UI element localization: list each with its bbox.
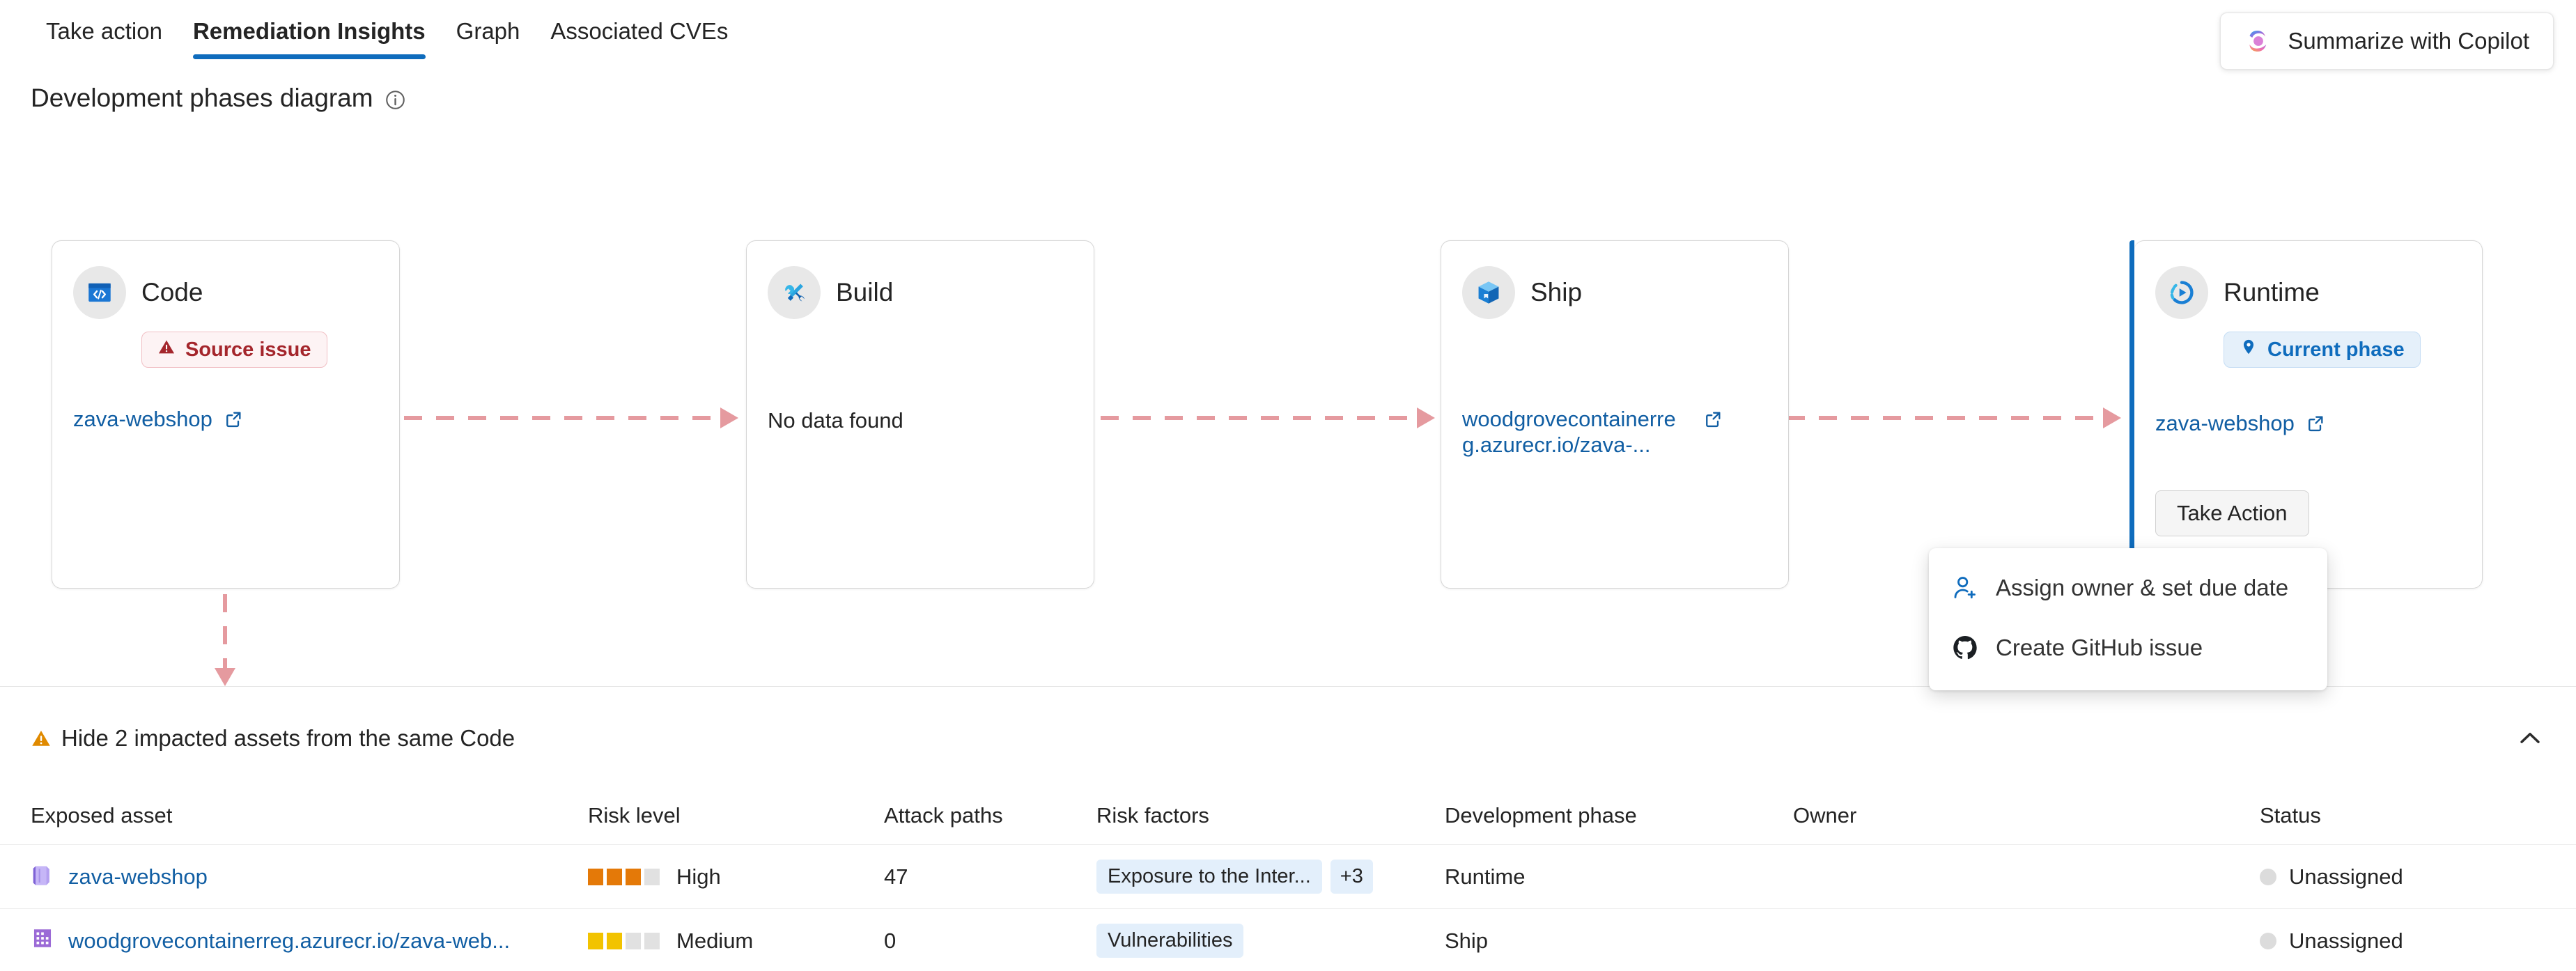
phase-link-label: woodgrovecontainerreg.azurecr.io/zava-..…: [1462, 407, 1676, 457]
phase-no-data-text: No data found: [768, 408, 903, 433]
copilot-icon: [2244, 27, 2272, 55]
section-divider: [0, 686, 2576, 687]
status-label: Unassigned: [2289, 864, 2403, 889]
risk-factor-more-pill[interactable]: +3: [1330, 860, 1373, 894]
container-registry-icon: [31, 926, 54, 956]
cell-exposed-asset: zava-webshop: [31, 862, 588, 892]
phase-card-header: Code: [73, 266, 378, 319]
cell-development-phase: Ship: [1445, 928, 1489, 953]
status-dot-icon: [2260, 868, 2276, 885]
menu-item-create-github-issue[interactable]: Create GitHub issue: [1929, 618, 2327, 678]
risk-level-label: Medium: [676, 928, 754, 953]
column-header-development-phase[interactable]: Development phase: [1445, 803, 1637, 828]
open-in-new-icon[interactable]: [224, 410, 243, 435]
warning-triangle-icon: [157, 338, 176, 362]
page-title: Development phases diagram: [31, 84, 406, 113]
connector-code-to-assets: [215, 594, 235, 686]
impacted-assets-header: Hide 2 impacted assets from the same Cod…: [0, 712, 2576, 765]
phase-card-ship[interactable]: Ship woodgrovecontainerreg.azurecr.io/za…: [1441, 240, 1789, 589]
code-window-icon: [73, 266, 126, 319]
cell-risk-factors: Exposure to the Inter... +3: [1096, 860, 1445, 894]
package-box-icon: [1462, 266, 1515, 319]
tools-icon: [768, 266, 821, 319]
connector-ship-to-runtime: [1787, 407, 2121, 428]
phase-asset-link-code[interactable]: zava-webshop: [73, 407, 381, 435]
status-label: Unassigned: [2289, 928, 2403, 953]
phase-card-build[interactable]: Build No data found: [746, 240, 1094, 589]
risk-factor-pill[interactable]: Exposure to the Inter...: [1096, 860, 1322, 894]
status-dot-icon: [2260, 932, 2276, 949]
section-title-text: Development phases diagram: [31, 84, 373, 112]
info-icon[interactable]: [385, 88, 406, 109]
asset-link[interactable]: woodgrovecontainerreg.azurecr.io/zava-we…: [68, 928, 511, 953]
status-badge-current-phase: Current phase: [2224, 332, 2421, 368]
connector-code-to-build: [404, 407, 738, 428]
phase-link-label: zava-webshop: [2155, 411, 2295, 435]
open-in-new-icon[interactable]: [1703, 410, 1723, 435]
risk-level-bars: [588, 868, 660, 885]
cell-risk-level: High: [588, 864, 884, 890]
phase-link-label: zava-webshop: [73, 407, 212, 431]
tab-graph[interactable]: Graph: [456, 18, 520, 44]
column-header-owner[interactable]: Owner: [1793, 803, 1857, 828]
impacted-assets-label: Hide 2 impacted assets from the same Cod…: [61, 725, 515, 751]
table-row[interactable]: zava-webshop High 47 Exposure to the Int…: [0, 844, 2576, 908]
hide-impacted-assets-toggle[interactable]: Hide 2 impacted assets from the same Cod…: [31, 725, 515, 752]
column-header-status[interactable]: Status: [2260, 803, 2321, 828]
column-header-attack-paths[interactable]: Attack paths: [884, 803, 1003, 828]
cell-attack-paths: 0: [884, 928, 897, 953]
tab-associated-cves[interactable]: Associated CVEs: [550, 18, 729, 44]
phase-card-header: Ship: [1462, 266, 1767, 319]
runtime-play-icon: [2155, 266, 2208, 319]
column-header-exposed-asset[interactable]: Exposed asset: [31, 803, 173, 828]
exposed-assets-table: Exposed asset Risk level Attack paths Ri…: [0, 787, 2576, 971]
menu-item-label: Assign owner & set due date: [1996, 575, 2289, 600]
github-icon: [1950, 632, 1980, 663]
tab-bar: Take action Remediation Insights Graph A…: [0, 0, 2576, 61]
cell-risk-level: Medium: [588, 929, 884, 954]
phase-asset-link-runtime[interactable]: zava-webshop: [2155, 411, 2464, 440]
risk-level-label: High: [676, 864, 721, 889]
app-service-icon: [31, 862, 54, 892]
take-action-button[interactable]: Take Action: [2155, 490, 2309, 536]
badge-label: Source issue: [185, 338, 311, 361]
phase-card-runtime[interactable]: Runtime Current phase zava-webshop Take: [2129, 240, 2483, 589]
take-action-context-menu: Assign owner & set due date Create GitHu…: [1929, 548, 2327, 690]
status-badge-source-issue: Source issue: [141, 332, 327, 368]
cell-status: Unassigned: [2260, 864, 2545, 890]
tab-take-action[interactable]: Take action: [46, 18, 162, 44]
chevron-up-icon[interactable]: [2515, 723, 2545, 754]
phase-title: Ship: [1530, 278, 1583, 306]
location-pin-icon: [2240, 338, 2258, 362]
warning-triangle-icon: [31, 728, 52, 749]
copilot-button-label: Summarize with Copilot: [2288, 28, 2529, 54]
risk-factor-pill[interactable]: Vulnerabilities: [1096, 924, 1244, 958]
table-row[interactable]: woodgrovecontainerreg.azurecr.io/zava-we…: [0, 908, 2576, 971]
table-header-row: Exposed asset Risk level Attack paths Ri…: [0, 787, 2576, 844]
badge-label: Current phase: [2267, 338, 2405, 361]
cell-attack-paths: 47: [884, 864, 908, 889]
open-in-new-icon[interactable]: [2306, 414, 2325, 440]
phase-card-header: Build: [768, 266, 1073, 319]
cell-status: Unassigned: [2260, 929, 2545, 954]
menu-item-assign-owner[interactable]: Assign owner & set due date: [1929, 558, 2327, 618]
phase-title: Build: [836, 278, 894, 306]
cell-exposed-asset: woodgrovecontainerreg.azurecr.io/zava-we…: [31, 926, 588, 956]
summarize-with-copilot-button[interactable]: Summarize with Copilot: [2220, 13, 2554, 70]
connector-build-to-ship: [1101, 407, 1435, 428]
phase-asset-link-ship[interactable]: woodgrovecontainerreg.azurecr.io/zava-..…: [1462, 407, 1770, 458]
risk-level-bars: [588, 932, 660, 949]
cell-risk-factors: Vulnerabilities: [1096, 924, 1445, 958]
column-header-risk-factors[interactable]: Risk factors: [1096, 803, 1209, 828]
phase-card-code[interactable]: Code Source issue zava-webshop: [52, 240, 400, 589]
menu-item-label: Create GitHub issue: [1996, 635, 2203, 660]
tab-remediation-insights[interactable]: Remediation Insights: [178, 11, 441, 59]
phase-card-header: Runtime: [2155, 266, 2461, 319]
phase-title: Code: [141, 278, 203, 306]
cell-development-phase: Runtime: [1445, 864, 1526, 889]
asset-link[interactable]: zava-webshop: [68, 864, 208, 889]
person-add-icon: [1950, 573, 1980, 603]
column-header-risk-level[interactable]: Risk level: [588, 803, 681, 828]
phase-title: Runtime: [2224, 278, 2320, 306]
